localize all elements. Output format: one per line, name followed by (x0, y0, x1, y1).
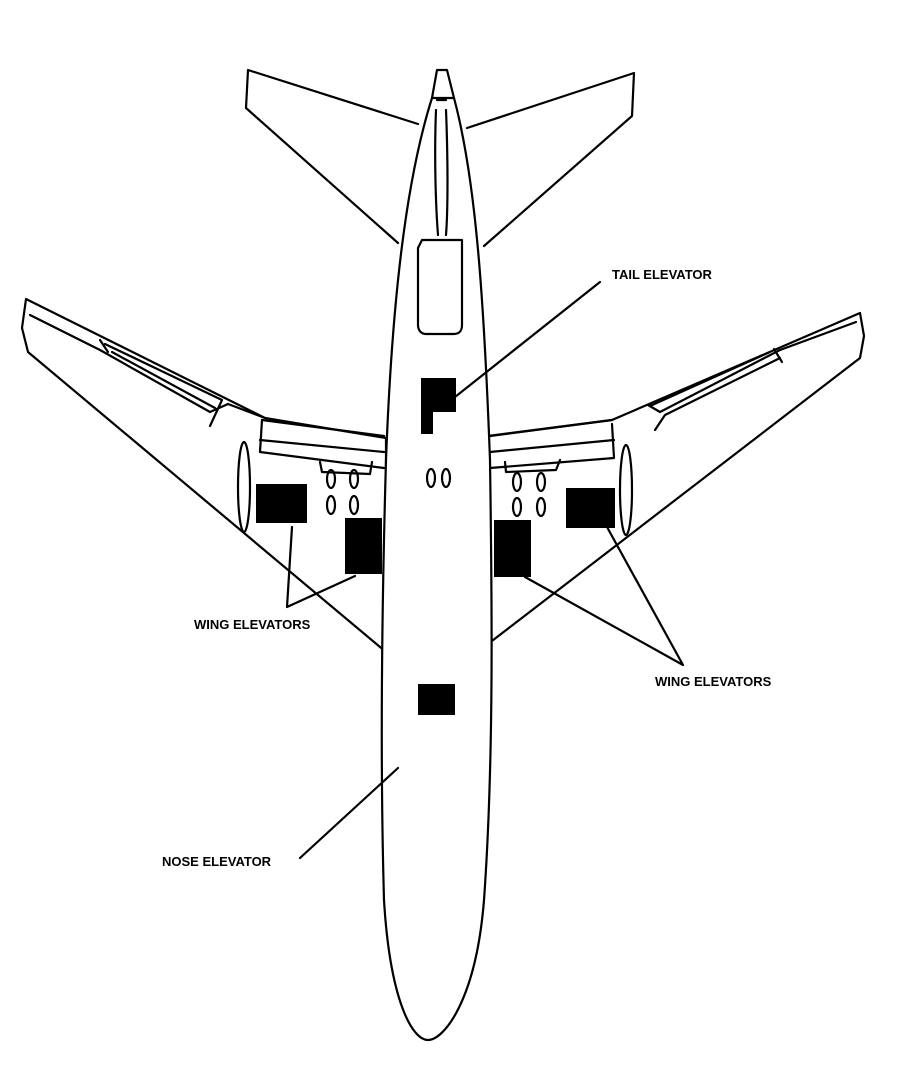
horizontal-stabilizers (244, 68, 636, 248)
right-wing (486, 311, 866, 646)
wing-elevators-label-right: WING ELEVATORS (655, 674, 772, 689)
left-inner-wing-elevator (345, 518, 382, 574)
leader-lines (285, 280, 685, 860)
right-outer-wing-elevator (566, 488, 615, 528)
right-stabilizer (465, 71, 636, 248)
left-engine (236, 440, 252, 534)
left-wing-leader (285, 525, 357, 609)
fuselage (380, 68, 493, 1042)
left-stabilizer (244, 68, 420, 245)
nose-leader (298, 766, 400, 860)
right-wing-leader (523, 525, 685, 667)
right-engine (618, 443, 634, 537)
left-outer-wing-elevator (256, 484, 307, 523)
right-inner-wing-elevator (494, 520, 531, 577)
left-wing (20, 297, 388, 654)
nose-elevator-block (418, 684, 455, 715)
landing-gear (325, 468, 547, 518)
nose-elevator-label: NOSE ELEVATOR (162, 854, 272, 869)
tail-elevator-label: TAIL ELEVATOR (612, 267, 713, 282)
tail-elevator-block (421, 378, 456, 434)
elevators (256, 378, 615, 715)
tail-leader (453, 280, 602, 399)
wing-elevators-label-left: WING ELEVATORS (194, 617, 311, 632)
